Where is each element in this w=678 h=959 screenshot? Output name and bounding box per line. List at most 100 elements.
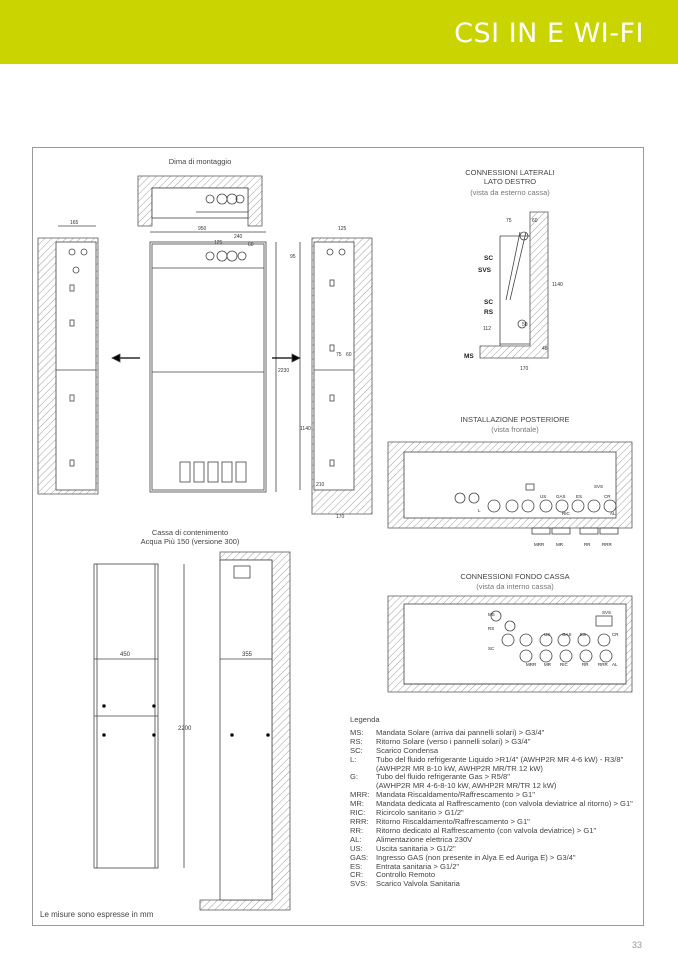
page-title: CSI IN E WI-FI [454,18,644,49]
legend-description: Scarico Condensa [376,745,439,755]
dim-170: 170 [520,366,529,372]
dim-60-side: 60 [532,218,538,224]
code-rs: RS [484,309,494,316]
units-note: Le misure sono espresse in mm [40,910,154,919]
dim-125b: 125 [338,226,347,232]
code-us: US [540,494,546,499]
dim-170-left: 170 [336,514,345,520]
code-mrr-bottom: MRR [526,662,537,667]
legend-item: G: Tubo del fluido refrigerante Gas > R5/… [350,773,633,791]
dim-240: 240 [234,234,243,240]
legend-item: CR: Controllo Remoto [350,871,633,880]
code-ms: MS [464,353,474,360]
legend-description: Uscita sanitaria > G1/2" [376,843,456,853]
right-wall-view [299,237,373,515]
code-rrr: RRR [602,542,612,547]
code-sc-bottom: SC [488,646,495,651]
cabinet-side-drawing [199,551,291,911]
bottom-connections-title: CONNESSIONI FONDO CASSA [460,572,570,581]
legend-description: Ingresso GAS (non presente in Alya E ed … [376,852,576,862]
legend-item: AL:Alimentazione elettrica 230V [350,834,633,845]
legend-description: Mandata dedicata al Raffrescamento (con … [376,799,633,809]
dim-2230: 2230 [278,368,289,374]
legend-description: Tubo del fluido refrigerante Liquido >R1… [376,754,624,773]
legend-code: MR: [350,799,364,809]
left-arrow [111,353,140,363]
legend-code: RRR: [350,816,369,826]
dim-355: 355 [242,652,253,658]
legend-title: Legenda [350,715,380,724]
dim-60b: 60 [346,352,352,358]
legend-description: Tubo del fluido refrigerante Gas > R5/8"… [376,772,557,791]
dim-950: 950 [198,226,207,232]
legend-code: ES: [350,861,363,871]
code-gas: GAS [556,494,566,499]
legend-code: MRR: [350,790,370,800]
legend-code: US: [350,843,363,853]
cabinet-front-drawing [93,563,185,869]
rear-install-sub: (vista frontale) [491,425,539,434]
code-l: L [478,508,481,513]
code-ms-bottom: MS [488,612,495,617]
front-unit-view [149,231,277,493]
right-arrow [272,353,301,363]
dim-1140-left: 1140 [300,426,311,432]
dim-50: 50 [522,322,528,328]
bottom-connections-drawing [387,595,633,693]
mounting-template-drawing [137,175,263,227]
legend-item: RIC:Ricircolo sanitario > G1/2" [350,808,633,818]
legend-code: GAS: [350,852,369,862]
legend-description: Controllo Remoto [376,870,436,880]
rear-installation-drawing [387,441,633,535]
legend-item: MS: Mandata Solare (arriva dai pannelli s… [350,727,633,738]
code-cr-bottom: CR [612,632,619,637]
legend-item: SC: Scarico Condensa [350,745,633,756]
code-svs-rear: SVS [594,484,603,489]
cabinet-title: Cassa di contenimento Acqua Più 150 (ver… [140,528,240,546]
legend-description: Mandata Solare (arriva dai pannelli sola… [376,727,545,737]
dim-450: 450 [120,652,131,658]
drawing-frame [32,147,644,926]
legend-item: L: Tubo del fluido refrigerante Liquido >… [350,754,633,774]
rear-install-title: INSTALLAZIONE POSTERIORE [460,415,570,424]
code-ric-bottom: RIC [560,662,569,667]
legend-description: Mandata Riscaldamento/Raffrescamento > G… [376,790,535,800]
code-mr-bottom: MR [544,662,552,667]
code-cr: CR [604,494,611,499]
code-sc-2: SC [484,299,493,306]
code-es: ES [576,494,582,499]
legend-item: MR: Mandata dedicata al Raffrescamento (c… [350,799,633,809]
legend-description: Ritorno Riscaldamento/Raffrescamento > G… [376,816,530,826]
side-connections-title: CONNESSIONI LATERALI LATO DESTRO [465,168,555,186]
legend-description: Ritorno Solare (verso i pannelli solari)… [376,736,531,746]
code-ric: RIC [562,511,571,516]
legend-code: AL: [350,834,362,844]
code-mr: MR [556,542,564,547]
dim-48: 48 [542,346,548,352]
legend-code: L: [350,754,357,764]
legend-item: RRR: Ritorno Riscaldamento/Raffrescamento… [350,816,633,827]
legend-code: G: [350,772,359,782]
page-number: 33 [631,940,642,950]
dim-165: 165 [70,220,79,226]
dim-210: 210 [316,482,325,488]
legend-code: CR: [350,870,364,880]
legend-code: SVS: [350,879,368,889]
code-svs-bottom: SVS [602,610,611,615]
legend-item: ES:Entrata sanitaria > G1/2" [350,861,633,872]
legend-code: RIC: [350,808,366,818]
bottom-connections-sub: (vista da interno cassa) [476,582,554,591]
dim-75b: 75 [336,352,342,358]
dim-60: 60 [248,242,254,248]
legend-code: MS: [350,727,364,737]
legend-code: RS: [350,736,363,746]
legend-item: US: Uscita sanitaria > G1/2" [350,843,633,854]
side-connections-sub: (vista da esterno cassa) [470,188,550,197]
legend-description: Ritorno dedicato al Raffrescamento (con … [376,825,597,835]
legend-item: MRR: Mandata Riscaldamento/Raffrescamento… [350,790,633,800]
code-al: AL [610,511,616,516]
dim-95: 95 [290,254,296,260]
code-rr-bottom: RR [582,662,589,667]
legend-item: RS: Ritorno Solare (verso i pannelli sola… [350,736,633,747]
legend-code: SC: [350,745,363,755]
